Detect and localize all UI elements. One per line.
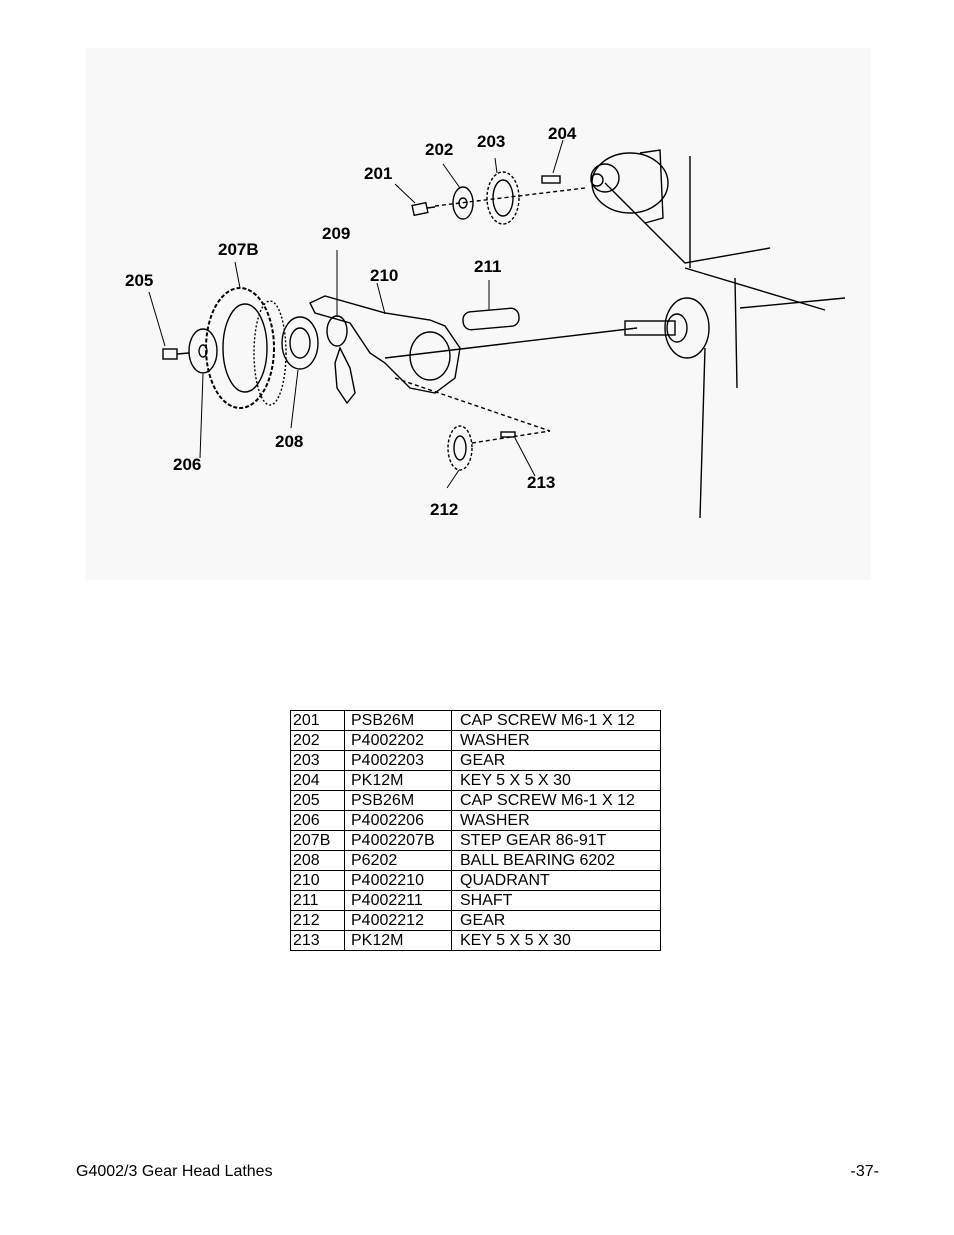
part-number-cell: PK12M bbox=[344, 770, 452, 791]
part-number-cell: PK12M bbox=[344, 930, 452, 951]
footer-title: G4002/3 Gear Head Lathes bbox=[76, 1163, 273, 1180]
part-209-spacer bbox=[326, 315, 348, 347]
ref-cell: 201 bbox=[290, 710, 345, 731]
spindle-housing bbox=[591, 152, 669, 214]
description-cell: WASHER bbox=[451, 730, 661, 751]
callout-202: 202 bbox=[425, 140, 453, 159]
ref-cell: 213 bbox=[290, 930, 345, 951]
ref-cell: 212 bbox=[290, 910, 345, 931]
description-cell: BALL BEARING 6202 bbox=[451, 850, 661, 871]
shaft-flange bbox=[664, 297, 710, 359]
part-number-cell: P4002211 bbox=[344, 890, 452, 911]
description-cell: QUADRANT bbox=[451, 870, 661, 891]
part-number-cell: P4002206 bbox=[344, 810, 452, 831]
ref-cell: 208 bbox=[290, 850, 345, 871]
description-cell: GEAR bbox=[451, 750, 661, 771]
ref-cell: 202 bbox=[290, 730, 345, 751]
description-cell: CAP SCREW M6-1 X 12 bbox=[451, 790, 661, 811]
callout-211: 211 bbox=[474, 257, 501, 276]
ref-cell: 210 bbox=[290, 870, 345, 891]
part-201-screw bbox=[411, 201, 429, 217]
part-212-gear bbox=[447, 425, 473, 471]
description-cell: GEAR bbox=[451, 910, 661, 931]
ref-cell: 204 bbox=[290, 770, 345, 791]
ref-cell: 203 bbox=[290, 750, 345, 771]
description-cell: KEY 5 X 5 X 30 bbox=[451, 930, 661, 951]
part-number-cell: P6202 bbox=[344, 850, 452, 871]
callout-210: 210 bbox=[370, 266, 398, 285]
part-206-washer bbox=[188, 328, 218, 374]
callout-205: 205 bbox=[125, 271, 153, 290]
part-number-cell: P4002210 bbox=[344, 870, 452, 891]
part-213-key bbox=[500, 431, 516, 438]
description-cell: STEP GEAR 86-91T bbox=[451, 830, 661, 851]
description-cell: KEY 5 X 5 X 30 bbox=[451, 770, 661, 791]
part-203-gear bbox=[486, 171, 520, 225]
headstock-edge bbox=[734, 277, 846, 389]
description-cell: WASHER bbox=[451, 810, 661, 831]
ref-cell: 206 bbox=[290, 810, 345, 831]
exploded-parts-diagram: 201 202 203 204 205 206 207B 208 209 210… bbox=[85, 48, 871, 580]
part-number-cell: PSB26M bbox=[344, 710, 452, 731]
callout-206: 206 bbox=[173, 455, 201, 474]
description-cell: SHAFT bbox=[451, 890, 661, 911]
callout-207b: 207B bbox=[218, 240, 259, 259]
callout-208: 208 bbox=[275, 432, 303, 451]
part-205-screw bbox=[162, 348, 178, 360]
part-number-cell: PSB26M bbox=[344, 790, 452, 811]
callout-203: 203 bbox=[477, 132, 505, 151]
part-number-cell: P4002212 bbox=[344, 910, 452, 931]
part-211-shaft bbox=[462, 307, 520, 331]
description-cell: CAP SCREW M6-1 X 12 bbox=[451, 710, 661, 731]
ref-cell: 207B bbox=[290, 830, 345, 851]
callout-213: 213 bbox=[527, 473, 555, 492]
ref-cell: 211 bbox=[290, 890, 345, 911]
part-204-key bbox=[541, 175, 561, 184]
part-number-cell: P4002207B bbox=[344, 830, 452, 851]
page-number: -37- bbox=[850, 1163, 879, 1180]
part-number-cell: P4002203 bbox=[344, 750, 452, 771]
callout-204: 204 bbox=[548, 124, 577, 143]
callout-201: 201 bbox=[364, 164, 392, 183]
part-210-quadrant bbox=[309, 295, 461, 394]
headstock-outline bbox=[604, 156, 826, 519]
part-202-washer bbox=[452, 186, 474, 220]
part-208-bearing bbox=[281, 316, 319, 370]
part-number-cell: P4002202 bbox=[344, 730, 452, 751]
callout-209: 209 bbox=[322, 224, 350, 243]
ref-cell: 205 bbox=[290, 790, 345, 811]
callout-212: 212 bbox=[430, 500, 458, 519]
